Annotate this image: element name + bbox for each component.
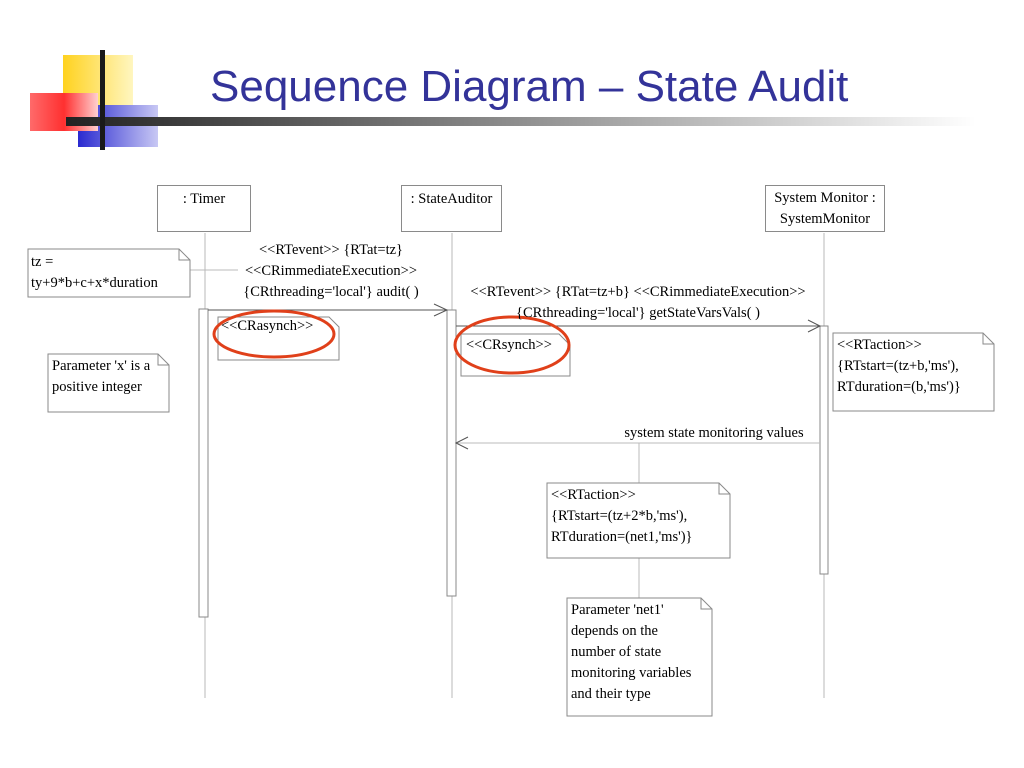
- slide-logo: [30, 50, 976, 150]
- get-state-message-label: <<RTevent>> {RTat=tz+b} <<CRimmediateExe…: [453, 282, 823, 324]
- timer-object-label: : Timer: [182, 191, 226, 207]
- param-x-note-frame: [47, 353, 170, 413]
- get-state-label-line1: <<RTevent>> {RTat=tz+b} <<CRimmediateExe…: [470, 284, 806, 300]
- auditor-action-line3: RTduration=(net1,'ms')}: [551, 529, 693, 545]
- get-state-label-line2: {CRthreading='local'} getStateVarsVals( …: [516, 305, 760, 321]
- tz-note-line2: ty+9*b+c+x*duration: [31, 275, 158, 291]
- get-state-arrowhead: [807, 319, 822, 333]
- synch-stereotype-frame: [460, 333, 571, 377]
- auditor-activation: [446, 309, 457, 597]
- tz-note-line1: tz =: [31, 254, 54, 270]
- audit-label-line3: {CRthreading='local'} audit( ): [243, 284, 419, 300]
- param-x-note: Parameter 'x' is a positive integer: [52, 356, 150, 398]
- param-x-note-fold: [157, 354, 169, 366]
- return-arrowhead: [454, 436, 469, 450]
- timer-activation: [198, 308, 209, 618]
- monitor-object-label-line2: SystemMonitor: [779, 211, 871, 227]
- auditor-object-box: : StateAuditor: [401, 185, 502, 232]
- auditor-action-note-fold: [718, 483, 730, 495]
- tz-note-fold: [178, 249, 190, 261]
- net1-note-fold: [700, 598, 712, 610]
- auditor-action-note: <<RTaction>> {RTstart=(tz+2*b,'ms'), RTd…: [551, 485, 693, 548]
- monitor-activation: [819, 325, 829, 575]
- synch-highlight-circle: [453, 315, 571, 375]
- monitor-action-note-fold: [982, 333, 994, 345]
- auditor-action-note-frame: [546, 482, 731, 559]
- return-message-label: system state monitoring values: [624, 425, 804, 441]
- param-x-note-line1: Parameter 'x' is a: [52, 358, 151, 374]
- slide-title: Sequence Diagram – State Audit: [210, 62, 849, 111]
- monitor-action-line1: <<RTaction>>: [837, 337, 922, 353]
- timer-object-box: : Timer: [157, 185, 251, 232]
- asynch-highlight-circle: [212, 309, 336, 359]
- audit-arrowhead: [433, 303, 449, 317]
- title-underline-bar: [66, 117, 976, 126]
- audit-label-line2: <<CRimmediateExecution>>: [244, 263, 418, 279]
- monitor-action-line3: RTduration=(b,'ms')}: [837, 379, 961, 395]
- net1-note-line2: depends on the: [571, 623, 658, 639]
- net1-note-line1: Parameter 'net1': [571, 602, 664, 618]
- net1-note: Parameter 'net1' depends on the number o…: [571, 600, 691, 705]
- tz-note-frame: [27, 248, 191, 298]
- monitor-action-line2: {RTstart=(tz+b,'ms'),: [837, 358, 959, 374]
- monitor-action-note-frame: [832, 332, 995, 412]
- logo-vertical-bar: [100, 50, 105, 150]
- param-x-note-line2: positive integer: [52, 379, 142, 395]
- tz-note: tz = ty+9*b+c+x*duration: [31, 252, 158, 294]
- auditor-action-line2: {RTstart=(tz+2*b,'ms'),: [551, 508, 688, 524]
- monitor-action-note: <<RTaction>> {RTstart=(tz+b,'ms'), RTdur…: [837, 335, 961, 398]
- asynch-stereotype-label: <<CRasynch>>: [221, 318, 314, 334]
- audit-message-label: <<RTevent>> {RTat=tz} <<CRimmediateExecu…: [222, 240, 440, 303]
- monitor-object-box: System Monitor : SystemMonitor: [765, 185, 885, 232]
- auditor-object-label: : StateAuditor: [410, 191, 493, 207]
- synch-stereotype-label: <<CRsynch>>: [466, 337, 552, 353]
- net1-note-line3: number of state: [571, 644, 662, 660]
- net1-note-frame: [566, 597, 713, 717]
- monitor-object-label-line1: System Monitor :: [774, 190, 876, 206]
- audit-label-line1: <<RTevent>> {RTat=tz}: [258, 242, 404, 258]
- auditor-action-line1: <<RTaction>>: [551, 487, 636, 503]
- net1-note-line5: and their type: [571, 686, 651, 702]
- net1-note-line4: monitoring variables: [571, 665, 692, 681]
